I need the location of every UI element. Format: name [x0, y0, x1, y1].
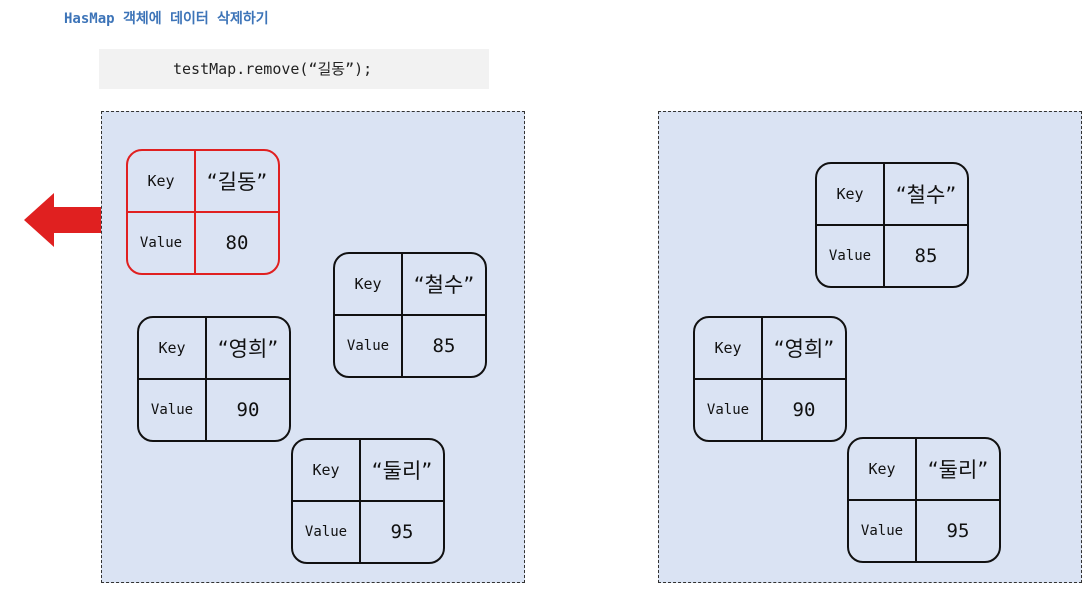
value-label: Value: [335, 316, 403, 376]
value-value: 95: [946, 520, 970, 542]
hashmap-before-panel: Key “길동” Value 80 Key “철수” Value 85 Key …: [101, 111, 525, 583]
value-label: Value: [139, 380, 207, 440]
key-label: Key: [128, 151, 196, 213]
entry: Key “철수” Value 85: [333, 252, 487, 378]
key-value: “길동”: [196, 151, 278, 213]
value-label: Value: [695, 380, 763, 440]
code-snippet: testMap.remove(“길동”);: [99, 49, 489, 89]
value-label: Value: [293, 502, 361, 562]
value-label: Value: [849, 501, 917, 561]
key-label: Key: [335, 254, 403, 316]
entry: Key “둘리” Value 95: [847, 437, 1001, 563]
key-value: “영희”: [763, 318, 845, 380]
key-label: Key: [849, 439, 917, 501]
hashmap-after-panel: Key “철수” Value 85 Key “영희” Value 90 Key …: [658, 111, 1082, 583]
entry: Key “둘리” Value 95: [291, 438, 445, 564]
value-value: 90: [236, 399, 260, 421]
key-value: “둘리”: [917, 439, 999, 501]
value-value: 85: [432, 335, 456, 357]
key-label: Key: [139, 318, 207, 380]
value-label: Value: [128, 213, 196, 273]
key-label: Key: [695, 318, 763, 380]
key-value: “철수”: [403, 254, 485, 316]
entry-removed: Key “길동” Value 80: [126, 149, 280, 275]
key-value: “둘리”: [361, 440, 443, 502]
entry: Key “철수” Value 85: [815, 162, 969, 288]
key-value: “영희”: [207, 318, 289, 380]
value-label: Value: [817, 226, 885, 286]
value-value: 85: [914, 245, 938, 267]
value-value: 80: [225, 232, 249, 254]
removal-arrow-icon: [24, 193, 120, 247]
value-value: 90: [792, 399, 816, 421]
key-label: Key: [817, 164, 885, 226]
key-value: “철수”: [885, 164, 967, 226]
value-value: 95: [390, 521, 414, 543]
entry: Key “영희” Value 90: [137, 316, 291, 442]
page-title: HasMap 객체에 데이터 삭제하기: [64, 11, 269, 27]
key-label: Key: [293, 440, 361, 502]
entry: Key “영희” Value 90: [693, 316, 847, 442]
